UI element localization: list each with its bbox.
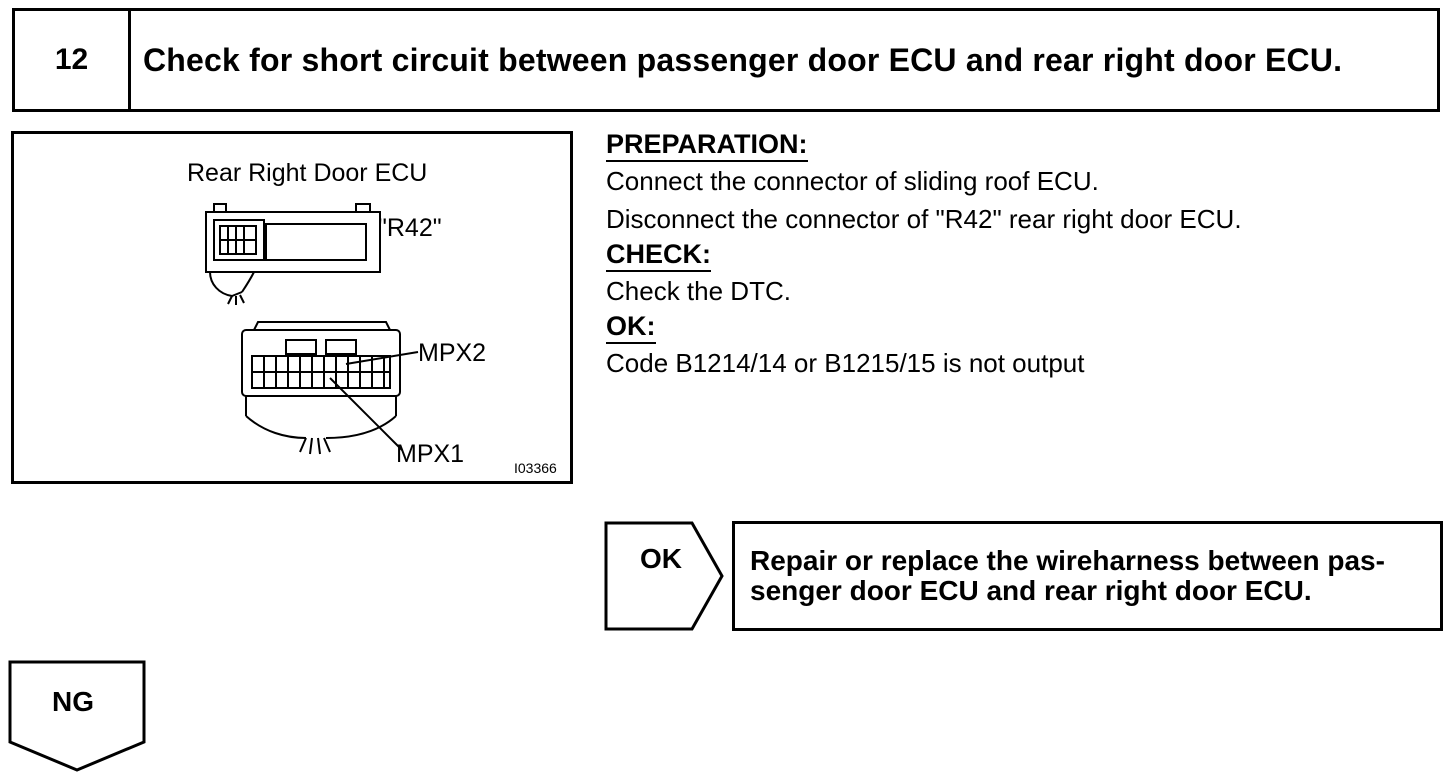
instructions: PREPARATION: Connect the connector of sl… bbox=[606, 128, 1426, 382]
connector-code-label: "R42" bbox=[378, 214, 442, 242]
ok-action-line: Repair or replace the wireharness betwee… bbox=[750, 545, 1385, 576]
check-heading: CHECK: bbox=[606, 238, 711, 272]
ok-label: OK bbox=[640, 543, 682, 574]
down-arrow-icon bbox=[8, 660, 146, 772]
connector-illustration bbox=[205, 203, 419, 455]
ok-action-line: senger door ECU and rear right door ECU. bbox=[750, 575, 1312, 606]
step-title: Check for short circuit between passenge… bbox=[143, 41, 1343, 78]
step-header: 12 Check for short circuit between passe… bbox=[12, 8, 1440, 112]
preparation-line: Disconnect the connector of "R42" rear r… bbox=[606, 204, 1242, 234]
step-number: 12 bbox=[15, 11, 131, 109]
ok-criteria-line: Code B1214/14 or B1215/15 is not output bbox=[606, 348, 1085, 378]
ok-arrow: OK bbox=[604, 521, 724, 631]
preparation-line: Connect the connector of sliding roof EC… bbox=[606, 166, 1099, 196]
connector-figure: Rear Right Door ECU "R42" MPX2 MPX1 I033… bbox=[11, 131, 573, 484]
figure-id: I03366 bbox=[514, 460, 557, 476]
ng-label: NG bbox=[52, 686, 94, 717]
ok-heading: OK: bbox=[606, 310, 656, 344]
mpx1-label: MPX1 bbox=[396, 440, 465, 468]
ng-arrow: NG bbox=[8, 660, 148, 772]
check-line: Check the DTC. bbox=[606, 276, 791, 306]
ecu-label: Rear Right Door ECU bbox=[187, 159, 428, 187]
right-arrow-icon bbox=[604, 521, 724, 631]
ok-result-box: Repair or replace the wireharness betwee… bbox=[732, 521, 1443, 631]
mpx2-label: MPX2 bbox=[418, 339, 487, 367]
preparation-heading: PREPARATION: bbox=[606, 128, 808, 162]
